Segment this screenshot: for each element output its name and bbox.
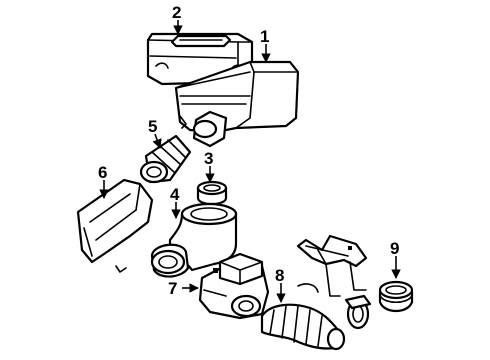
intake-hose: [260, 283, 346, 351]
callout-labels: 2 1 5 3 4 6 7 8 9: [98, 3, 399, 298]
callout-3: 3: [204, 149, 213, 168]
callout-2: 2: [172, 3, 181, 22]
leader-lines: [99, 20, 401, 303]
intake-scoop: [76, 178, 154, 273]
leader-5: [152, 133, 162, 149]
mounting-bracket: [296, 234, 368, 297]
callout-9: 9: [390, 239, 399, 258]
hose-clamp: [344, 294, 372, 330]
connector-hose: [378, 280, 414, 313]
flex-duct: [139, 134, 192, 184]
callout-1: 1: [260, 27, 269, 46]
callout-5: 5: [148, 117, 157, 136]
seal-ring: [196, 180, 228, 206]
air-cleaner-housing: [174, 60, 300, 148]
elbow-duct: [150, 202, 238, 278]
air-flow-meter: [198, 252, 270, 320]
callout-8: 8: [275, 266, 284, 285]
callout-4: 4: [170, 185, 180, 204]
callout-6: 6: [98, 163, 107, 182]
callout-7: 7: [168, 279, 177, 298]
